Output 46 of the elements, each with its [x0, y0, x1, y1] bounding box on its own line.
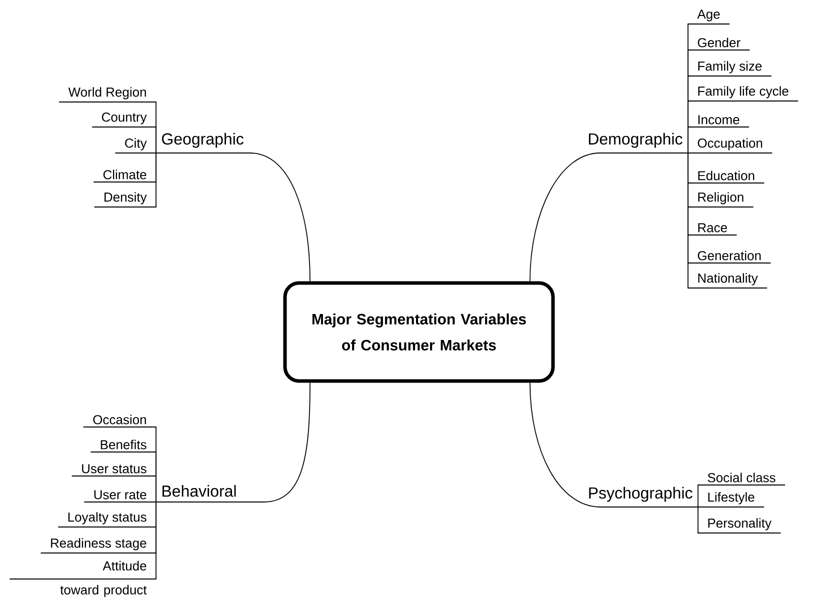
item-label: Personality [708, 518, 772, 530]
item-label: Gender [698, 38, 740, 48]
item-label: Social class [708, 472, 776, 482]
item-label: Religion [698, 192, 744, 204]
item-label: Attitude toward product [60, 560, 147, 598]
bracket-line [92, 126, 156, 154]
item-label: User status [82, 464, 146, 474]
item-label: Benefits [100, 440, 146, 450]
item-label: Density [104, 192, 147, 204]
bracket-line [71, 476, 156, 502]
item-label: Generation [698, 250, 761, 260]
item-label: User rate [94, 490, 146, 500]
item-label: City [125, 138, 147, 150]
bracket-line [698, 506, 782, 534]
item-label: Readiness stage [51, 538, 146, 550]
bracket-line [698, 484, 786, 508]
item-label: Family size [698, 61, 762, 74]
category-label: Behavioral [162, 485, 236, 497]
curved-connector [156, 152, 310, 282]
bracket-line [688, 126, 750, 154]
curved-connector [530, 382, 698, 508]
item-label: Climate [103, 170, 146, 180]
item-label: Occupation [698, 138, 762, 150]
item-label: Race [698, 223, 727, 232]
item-label: Income [698, 115, 740, 124]
bracket-line [688, 152, 773, 154]
item-label: Nationality [698, 273, 758, 286]
item-label: Loyalty status [68, 512, 146, 524]
curved-connector [156, 382, 310, 502]
item-label: Family life cycle [698, 86, 788, 98]
item-label: Occasion [93, 414, 146, 424]
bracket-line [688, 152, 768, 288]
category-label: Psychographic [589, 486, 692, 502]
item-label: Country [102, 112, 147, 124]
item-label: World Region [68, 87, 146, 100]
category-label: Geographic [162, 132, 244, 148]
bracket-line [698, 506, 765, 508]
item-label: Lifestyle [708, 492, 754, 504]
category-label: Demographic [588, 132, 682, 148]
item-label: Age [697, 10, 720, 22]
bracket-line [114, 152, 156, 154]
bracket-line [94, 152, 156, 208]
item-label: Education [698, 170, 754, 180]
bracket-line [9, 502, 156, 580]
title-box: Major Segmentation Variables of Consumer Markets [283, 281, 555, 383]
curved-connector [530, 152, 688, 282]
